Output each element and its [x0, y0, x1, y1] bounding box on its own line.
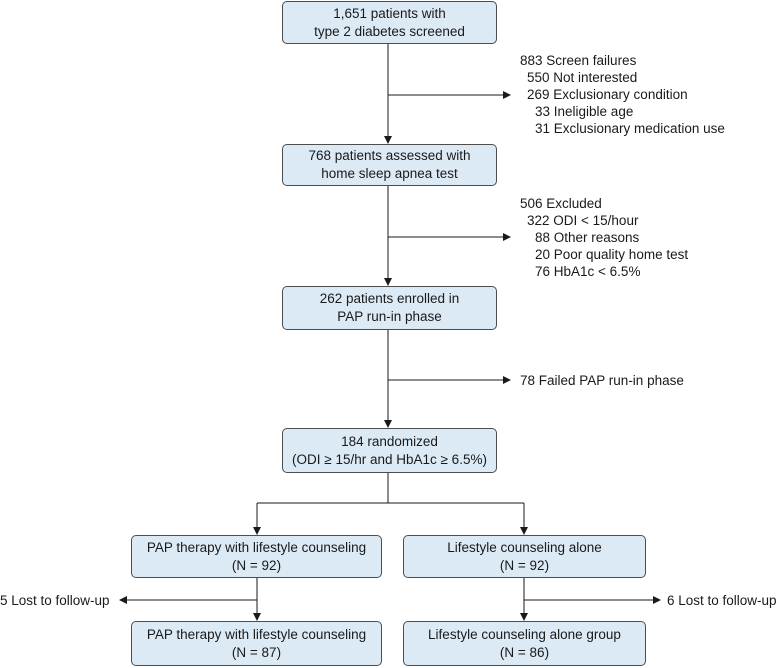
screen-failures-list: 883 Screen failures 550 Not interested 2…: [520, 52, 725, 137]
final-lifestyle-box: Lifestyle counseling alone group (N = 86…: [403, 621, 646, 666]
arm-lifestyle-box: Lifestyle counseling alone (N = 92): [403, 535, 646, 578]
enrolled-box: 262 patients enrolled in PAP run-in phas…: [282, 286, 497, 330]
final-pap-box: PAP therapy with lifestyle counseling (N…: [131, 621, 382, 666]
arm-lifestyle-line2: (N = 92): [499, 557, 550, 573]
failed-runin-label: 78 Failed PAP run-in phase: [520, 373, 684, 388]
screen-failures-header: 883 Screen failures: [520, 53, 637, 68]
enrolled-line2: PAP run-in phase: [337, 309, 442, 324]
enrolled-line1: 262 patients enrolled in: [319, 291, 460, 306]
randomized-box: 184 randomized (ODI ≥ 15/hr and HbA1c ≥ …: [282, 428, 497, 473]
arm-pap-line1: PAP therapy with lifestyle counseling: [146, 539, 367, 555]
excluded-item: 20 Poor quality home test: [535, 247, 689, 262]
screen-failure-item: 550 Not interested: [527, 70, 638, 85]
assessed-box: 768 patients assessed with home sleep ap…: [282, 144, 497, 186]
lost-pap-label: 5 Lost to follow-up: [0, 593, 110, 608]
excluded-item: 76 HbA1c < 6.5%: [535, 264, 641, 279]
final-pap-line2: (N = 87): [231, 644, 282, 660]
assessed-line2: home sleep apnea test: [321, 166, 458, 181]
excluded-item: 88 Other reasons: [535, 230, 640, 245]
screen-failure-item: 31 Exclusionary medication use: [535, 121, 725, 136]
assessed-line1: 768 patients assessed with: [308, 148, 471, 163]
arm-pap-line2: (N = 92): [231, 557, 282, 573]
screened-line1: 1,651 patients with: [333, 5, 446, 21]
screen-failure-item: 33 Ineligible age: [535, 104, 634, 119]
excluded-header: 506 Excluded: [520, 196, 602, 211]
randomized-line1: 184 randomized: [341, 433, 438, 449]
lost-lifestyle-label: 6 Lost to follow-up: [667, 593, 777, 608]
arm-lifestyle-line1: Lifestyle counseling alone: [447, 539, 602, 555]
final-lifestyle-line2: (N = 86): [499, 644, 550, 660]
excluded-item: 322 ODI < 15/hour: [527, 213, 639, 228]
screened-line2: type 2 diabetes screened: [314, 23, 465, 39]
randomized-line2: (ODI ≥ 15/hr and HbA1c ≥ 6.5%): [292, 451, 487, 467]
screen-failure-item: 269 Exclusionary condition: [527, 87, 688, 102]
final-lifestyle-line1: Lifestyle counseling alone group: [428, 626, 621, 642]
final-pap-line1: PAP therapy with lifestyle counseling: [146, 626, 367, 642]
screened-box: 1,651 patients with type 2 diabetes scre…: [282, 1, 497, 44]
arm-pap-box: PAP therapy with lifestyle counseling (N…: [131, 535, 382, 578]
excluded-list: 506 Excluded 322 ODI < 15/hour 88 Other …: [520, 195, 688, 280]
